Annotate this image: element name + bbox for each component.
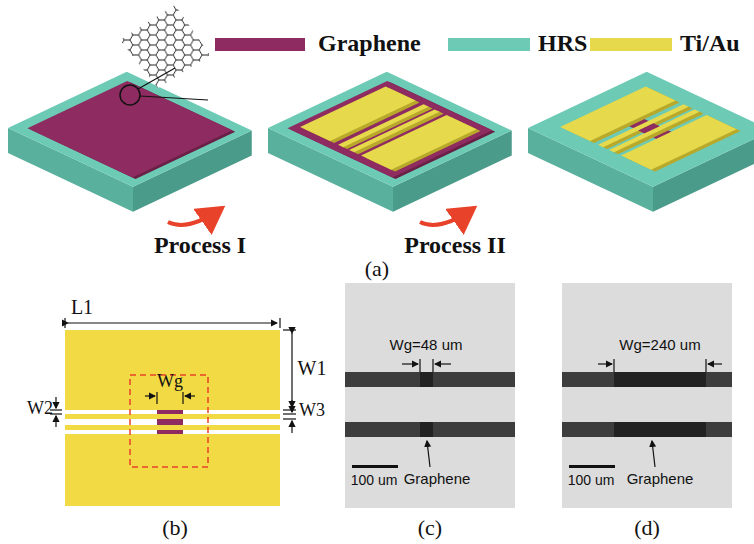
figure-label: L1: [71, 296, 93, 318]
top-view: [50, 318, 296, 506]
legend-text: HRS: [538, 30, 587, 56]
figure-label: Wg=240 um: [619, 337, 700, 354]
figure-label: (d): [634, 516, 660, 540]
micrograph-d: [562, 283, 732, 508]
figure-label: Process II: [404, 232, 506, 258]
figure-label: Wg: [157, 372, 183, 392]
substrate-block-2: [268, 72, 512, 212]
figure-label: 100 um: [568, 473, 615, 488]
process-arrow: [168, 208, 222, 225]
figure-label: W2: [27, 399, 53, 419]
legend-swatch: [215, 38, 305, 51]
figure-label: Graphene: [404, 471, 471, 488]
substrate-block-3: [528, 72, 754, 212]
process-arrow: [420, 208, 474, 225]
figure-label: 100 um: [351, 473, 398, 488]
figure-label: Process I: [154, 232, 246, 258]
micrograph-c: [345, 283, 515, 508]
legend-swatch: [590, 38, 672, 51]
figure-label: (c): [418, 516, 442, 540]
substrate-block-1: [8, 5, 252, 212]
figure-label: Graphene: [627, 471, 694, 488]
figure-label: (b): [162, 516, 188, 540]
legend-text: Ti/Au: [680, 30, 740, 56]
legend-swatch: [448, 38, 530, 51]
figure-label: W1: [298, 357, 327, 379]
figure-label: Wg=48 um: [390, 337, 463, 354]
legend-text: Graphene: [318, 30, 421, 56]
figure-label: (a): [365, 257, 389, 281]
figure-label: W3: [299, 401, 325, 421]
